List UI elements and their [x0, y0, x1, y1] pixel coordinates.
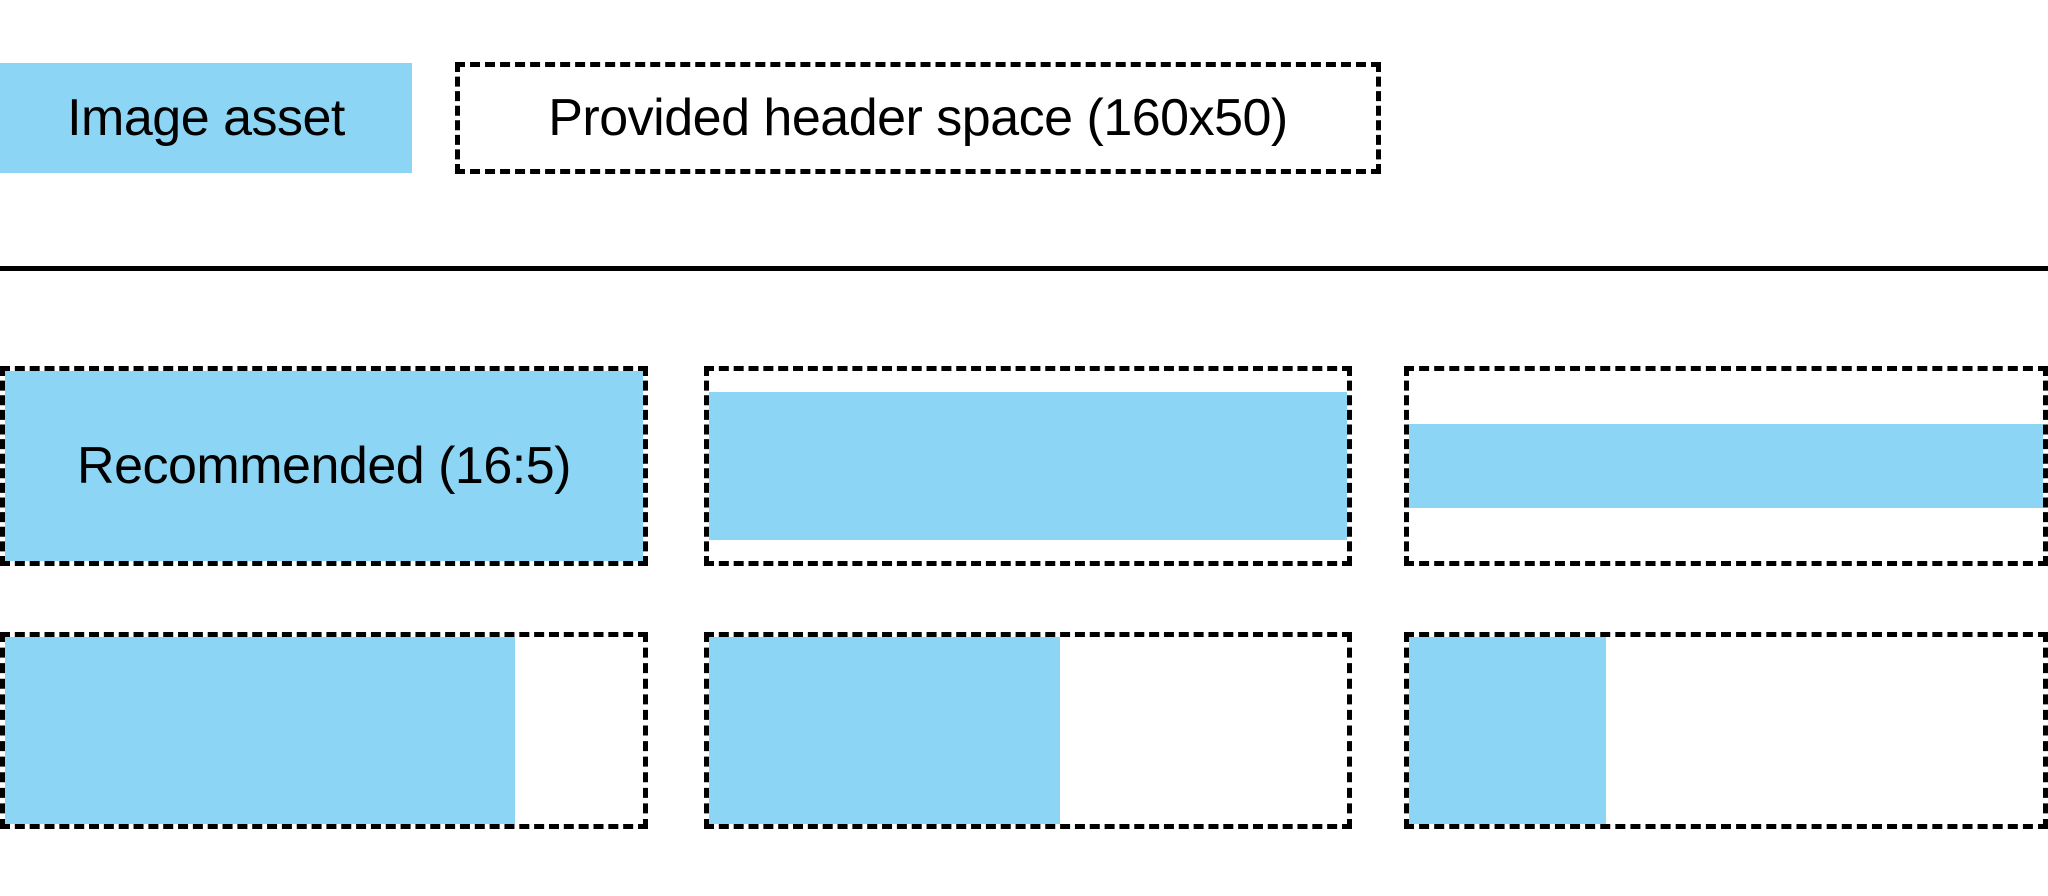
- header-space-box-taller: [704, 632, 1352, 829]
- section-divider: [0, 266, 2048, 271]
- image-asset-fill-taller: [709, 637, 1060, 824]
- header-space-box-tall: [0, 632, 648, 829]
- legend-header-space-label: Provided header space (160x50): [548, 89, 1288, 147]
- image-asset-fill-wider: [1409, 424, 2043, 508]
- header-space-box-wide: [704, 366, 1352, 566]
- image-asset-fill-tall: [5, 637, 516, 824]
- header-space-box-tallest: [1404, 632, 2048, 829]
- legend-header-space-box: Provided header space (160x50): [455, 62, 1381, 174]
- legend-image-asset-label: Image asset: [67, 89, 345, 147]
- recommended-ratio-label: Recommended (16:5): [77, 437, 571, 495]
- header-space-box-recommended: Recommended (16:5): [0, 366, 648, 566]
- image-asset-fill-recommended: Recommended (16:5): [5, 371, 643, 561]
- image-asset-fill-wide: [709, 391, 1347, 541]
- legend-image-asset-swatch: Image asset: [0, 63, 412, 173]
- image-asset-fill-tallest: [1409, 637, 1606, 824]
- header-space-box-wider: [1404, 366, 2048, 566]
